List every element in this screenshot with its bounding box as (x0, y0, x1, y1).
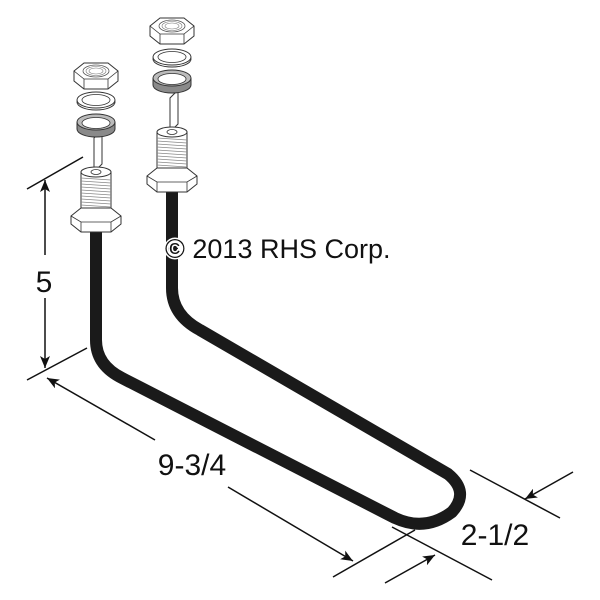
right-gasket (152, 69, 192, 94)
left-washer (76, 91, 116, 111)
width-dimension (384, 469, 574, 584)
right-washer (152, 48, 192, 68)
left-terminal-fitting (70, 129, 122, 233)
right-hex-nut (149, 17, 195, 45)
right-terminal-fitting (146, 89, 198, 193)
length-dimension (46, 377, 416, 578)
length-label: 9-3/4 (158, 449, 226, 482)
width-label: 2-1/2 (461, 519, 529, 552)
copyright-watermark: © 2013 RHS Corp. (165, 234, 391, 264)
height-dimension (26, 156, 88, 381)
left-hex-nut (73, 62, 119, 90)
heating-element-tube (90, 192, 466, 530)
height-label: 5 (36, 266, 53, 299)
left-gasket (76, 113, 116, 138)
